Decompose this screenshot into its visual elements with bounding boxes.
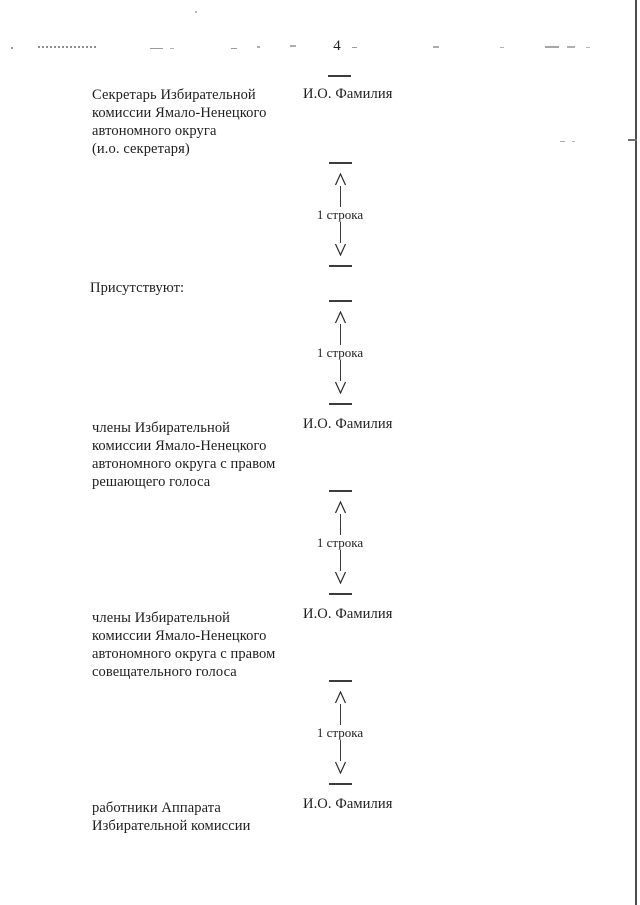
vertical-line [339,550,341,571]
signature-name: И.О. Фамилия [303,86,393,102]
scan-artifact-dot [170,48,174,49]
arrow-up-icon [334,691,346,704]
line-mark [328,300,352,302]
scan-artifact-dot [545,46,559,48]
scan-artifact-tick [628,139,637,141]
signature-role: работники Аппарата Избирательной комисси… [92,800,251,834]
spacing-marker: 1 строка [305,162,375,267]
scan-artifact-dot [11,47,13,49]
page-number: 4 [333,38,341,54]
arrow-down-icon [334,761,346,774]
line-mark [328,162,352,164]
arrow-down-icon [334,381,346,394]
scan-artifact-dot [572,141,575,142]
spacing-marker: 1 строка [305,300,375,405]
spacing-marker-label: 1 строка [316,535,364,550]
scan-artifact-dot [560,141,565,142]
arrow-up-icon [334,173,346,186]
line-mark [328,403,352,405]
vertical-line [339,704,341,725]
arrow-up-icon [334,501,346,514]
line-mark [328,680,352,682]
signature-role: члены Избирательной комиссии Ямало-Ненец… [92,610,276,680]
arrow-up-icon [334,311,346,324]
line-mark [328,265,352,267]
scan-artifact-dot [586,47,590,48]
scan-artifact-dot [500,47,504,48]
line-mark [328,490,352,492]
spacing-marker-label: 1 строка [316,345,364,360]
signature-line [328,75,351,77]
scan-edge-line [635,0,637,905]
line-mark [328,593,352,595]
present-heading: Присутствуют: [90,280,185,296]
line-mark [328,783,352,785]
scan-artifact-dotted-line [38,46,96,48]
vertical-line [339,186,341,207]
scan-artifact-dot [290,45,296,47]
signature-name: И.О. Фамилия [303,416,393,432]
scan-artifact-dot [231,48,237,49]
arrow-down-icon [334,571,346,584]
spacing-marker: 1 строка [305,680,375,785]
scan-artifact-dot [195,11,197,13]
spacing-marker-label: 1 строка [316,207,364,222]
vertical-line [339,740,341,761]
vertical-line [339,514,341,535]
signature-role: Секретарь Избирательной комиссии Ямало-Н… [92,87,267,157]
scan-artifact-dot [352,47,357,48]
vertical-line [339,360,341,381]
vertical-line [339,324,341,345]
scan-artifact-dot [150,48,163,49]
signature-name: И.О. Фамилия [303,796,393,812]
arrow-down-icon [334,243,346,256]
signature-name: И.О. Фамилия [303,606,393,622]
scan-artifact-dot [433,46,439,48]
spacing-marker-label: 1 строка [316,725,364,740]
scan-artifact-dot [257,46,260,48]
vertical-line [339,222,341,243]
scan-artifact-dot [567,46,575,48]
signature-role: члены Избирательной комиссии Ямало-Ненец… [92,420,276,490]
spacing-marker: 1 строка [305,490,375,595]
